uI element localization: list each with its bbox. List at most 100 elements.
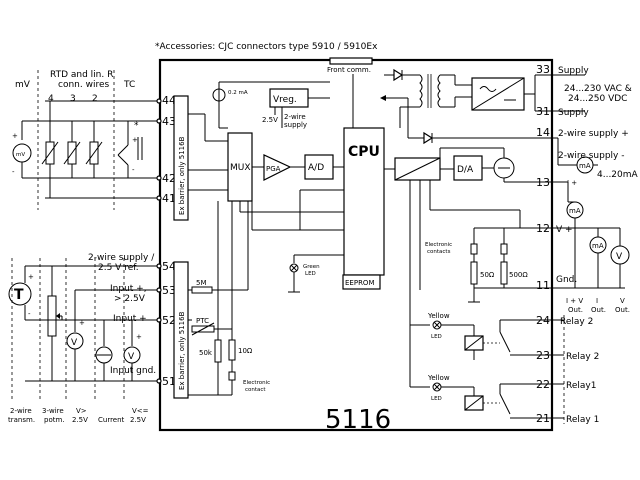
wiper-arrow-icon (56, 313, 60, 319)
green-led-label-2: LED (305, 271, 316, 277)
ad-label: A/D (308, 163, 324, 173)
ptc-label: PTC (196, 317, 209, 325)
terminal-11: 11 (536, 279, 550, 292)
rtd-wire-4: 4 (48, 94, 54, 104)
tc-star: * (134, 121, 139, 131)
elec-contact-2: contact (245, 387, 266, 393)
terminal-44: 44 (162, 94, 176, 107)
green-led-label-1: Green (303, 264, 320, 270)
ma-range-label: 4...20mA (597, 170, 639, 180)
relay2-24-label: Relay 2 (560, 317, 593, 327)
out-iv-label: I + V (566, 297, 583, 305)
temperature-transmitter-icon (8, 282, 32, 306)
relay2-23-label: Relay 2 (566, 352, 599, 362)
mv-label: mV (15, 80, 31, 90)
resistor-500ohm (500, 261, 508, 285)
diode-mid-icon (423, 131, 434, 145)
label-vgt-1: V> (76, 407, 87, 415)
vreg-2wire-1: 2-wire (284, 113, 306, 121)
relay1-21-label: Relay 1 (566, 415, 599, 425)
v-plus-label: V + (556, 225, 573, 235)
terminal-53: 53 (162, 284, 176, 297)
supply-ref-label-2: 2.5 V ref. (98, 263, 139, 273)
label-3wire-2: potm. (44, 416, 65, 424)
mux-label: MUX (230, 163, 251, 173)
rtd-slash (63, 141, 81, 165)
input-plus-label: Input + (113, 314, 147, 324)
mv-source-label: mV (16, 152, 25, 158)
rtd-wire-2: 2 (92, 94, 98, 104)
potentiometer (47, 295, 57, 337)
terminal-dot (156, 317, 162, 323)
ex-barrier-top-label: Ex barrier, only 5116B (178, 136, 186, 215)
yellow-led-1-label: Yellow (427, 312, 450, 320)
tc-junction (117, 154, 129, 166)
label-current: Current (98, 416, 125, 424)
gnd-label: Gnd. (556, 275, 577, 285)
voltage-source-label: V (71, 338, 78, 348)
accessories-note: *Accessories: CJC connectors type 5910 /… (155, 42, 378, 52)
supply-31-label: Supply (558, 108, 589, 118)
tc-junction (117, 144, 129, 156)
ex-barrier-bottom-label: Ex barrier, only 5116B (178, 311, 186, 390)
relay-2-contact (499, 331, 511, 353)
isolator-line (394, 157, 441, 181)
vreg-2wire-2: supply (284, 121, 307, 129)
transformer-coil-right (437, 74, 441, 108)
terminal-13: 13 (536, 176, 550, 189)
cpu (343, 127, 385, 276)
ex-barrier-top (173, 95, 189, 221)
vsrc-plus: + (79, 319, 85, 327)
rtd-slash (85, 141, 103, 165)
transmitter-minus: - (28, 310, 31, 318)
resistor-5m (191, 286, 213, 294)
vac-label: 24...230 VAC & (564, 84, 632, 94)
tc-plus: + (132, 136, 138, 144)
i-plus-label: I + (567, 179, 577, 187)
front-comm-label: Front comm. (327, 66, 371, 74)
pga-label: PGA (266, 165, 281, 173)
led-cross (433, 383, 441, 391)
transformer-coil-left (419, 74, 423, 108)
r10-label: 10Ω (238, 347, 253, 355)
ac-symbol-icon (479, 86, 497, 92)
r5m-label: 5M (196, 279, 207, 287)
led-cross (433, 321, 441, 329)
terminal-dot (156, 263, 162, 269)
label-3wire-1: 3-wire (42, 407, 64, 415)
two-wire-minus-label: 2-wire supply - (558, 151, 625, 161)
vlow-plus: + (136, 333, 142, 341)
voltmeter-label: V (616, 252, 623, 262)
transmitter-plus: + (28, 273, 34, 281)
vdc-label: 24...250 VDC (568, 94, 627, 104)
led-2-label: LED (431, 396, 442, 402)
model-number: 5116 (325, 405, 391, 435)
coil-slash (464, 395, 484, 411)
supply-ref-label-1: 2-wire supply / (88, 253, 155, 263)
transmitter-label: T (14, 287, 24, 303)
led-cross (290, 264, 298, 272)
ma-meter-3-label: mA (592, 242, 604, 250)
terminal-21: 21 (536, 412, 550, 425)
front-comm-port (329, 57, 373, 65)
rtd-slash (41, 141, 59, 165)
input-plus-gt-label-1: Input +, (110, 284, 147, 294)
elec-contacts-2: contacts (427, 249, 451, 255)
ex-barrier-bottom (173, 261, 189, 399)
terminal-33: 33 (536, 63, 550, 76)
label-vle-2: 2.5V (130, 416, 146, 424)
label-vgt-2: 2.5V (72, 416, 88, 424)
terminal-42: 42 (162, 172, 176, 185)
mv-plus: + (12, 132, 18, 140)
diode-top-icon (393, 68, 404, 82)
eeprom (342, 274, 381, 290)
resistor-50ohm (470, 261, 478, 285)
two-wire-plus-label: 2-wire supply + (558, 129, 629, 139)
input-plus-gt-label-2: > 2.5V (114, 294, 146, 304)
vreg-25v: 2.5V (262, 116, 278, 124)
r500-label: 500Ω (509, 271, 528, 279)
da-converter (453, 155, 483, 181)
label-2wire-2: transm. (8, 416, 35, 424)
terminal-41: 41 (162, 192, 176, 205)
